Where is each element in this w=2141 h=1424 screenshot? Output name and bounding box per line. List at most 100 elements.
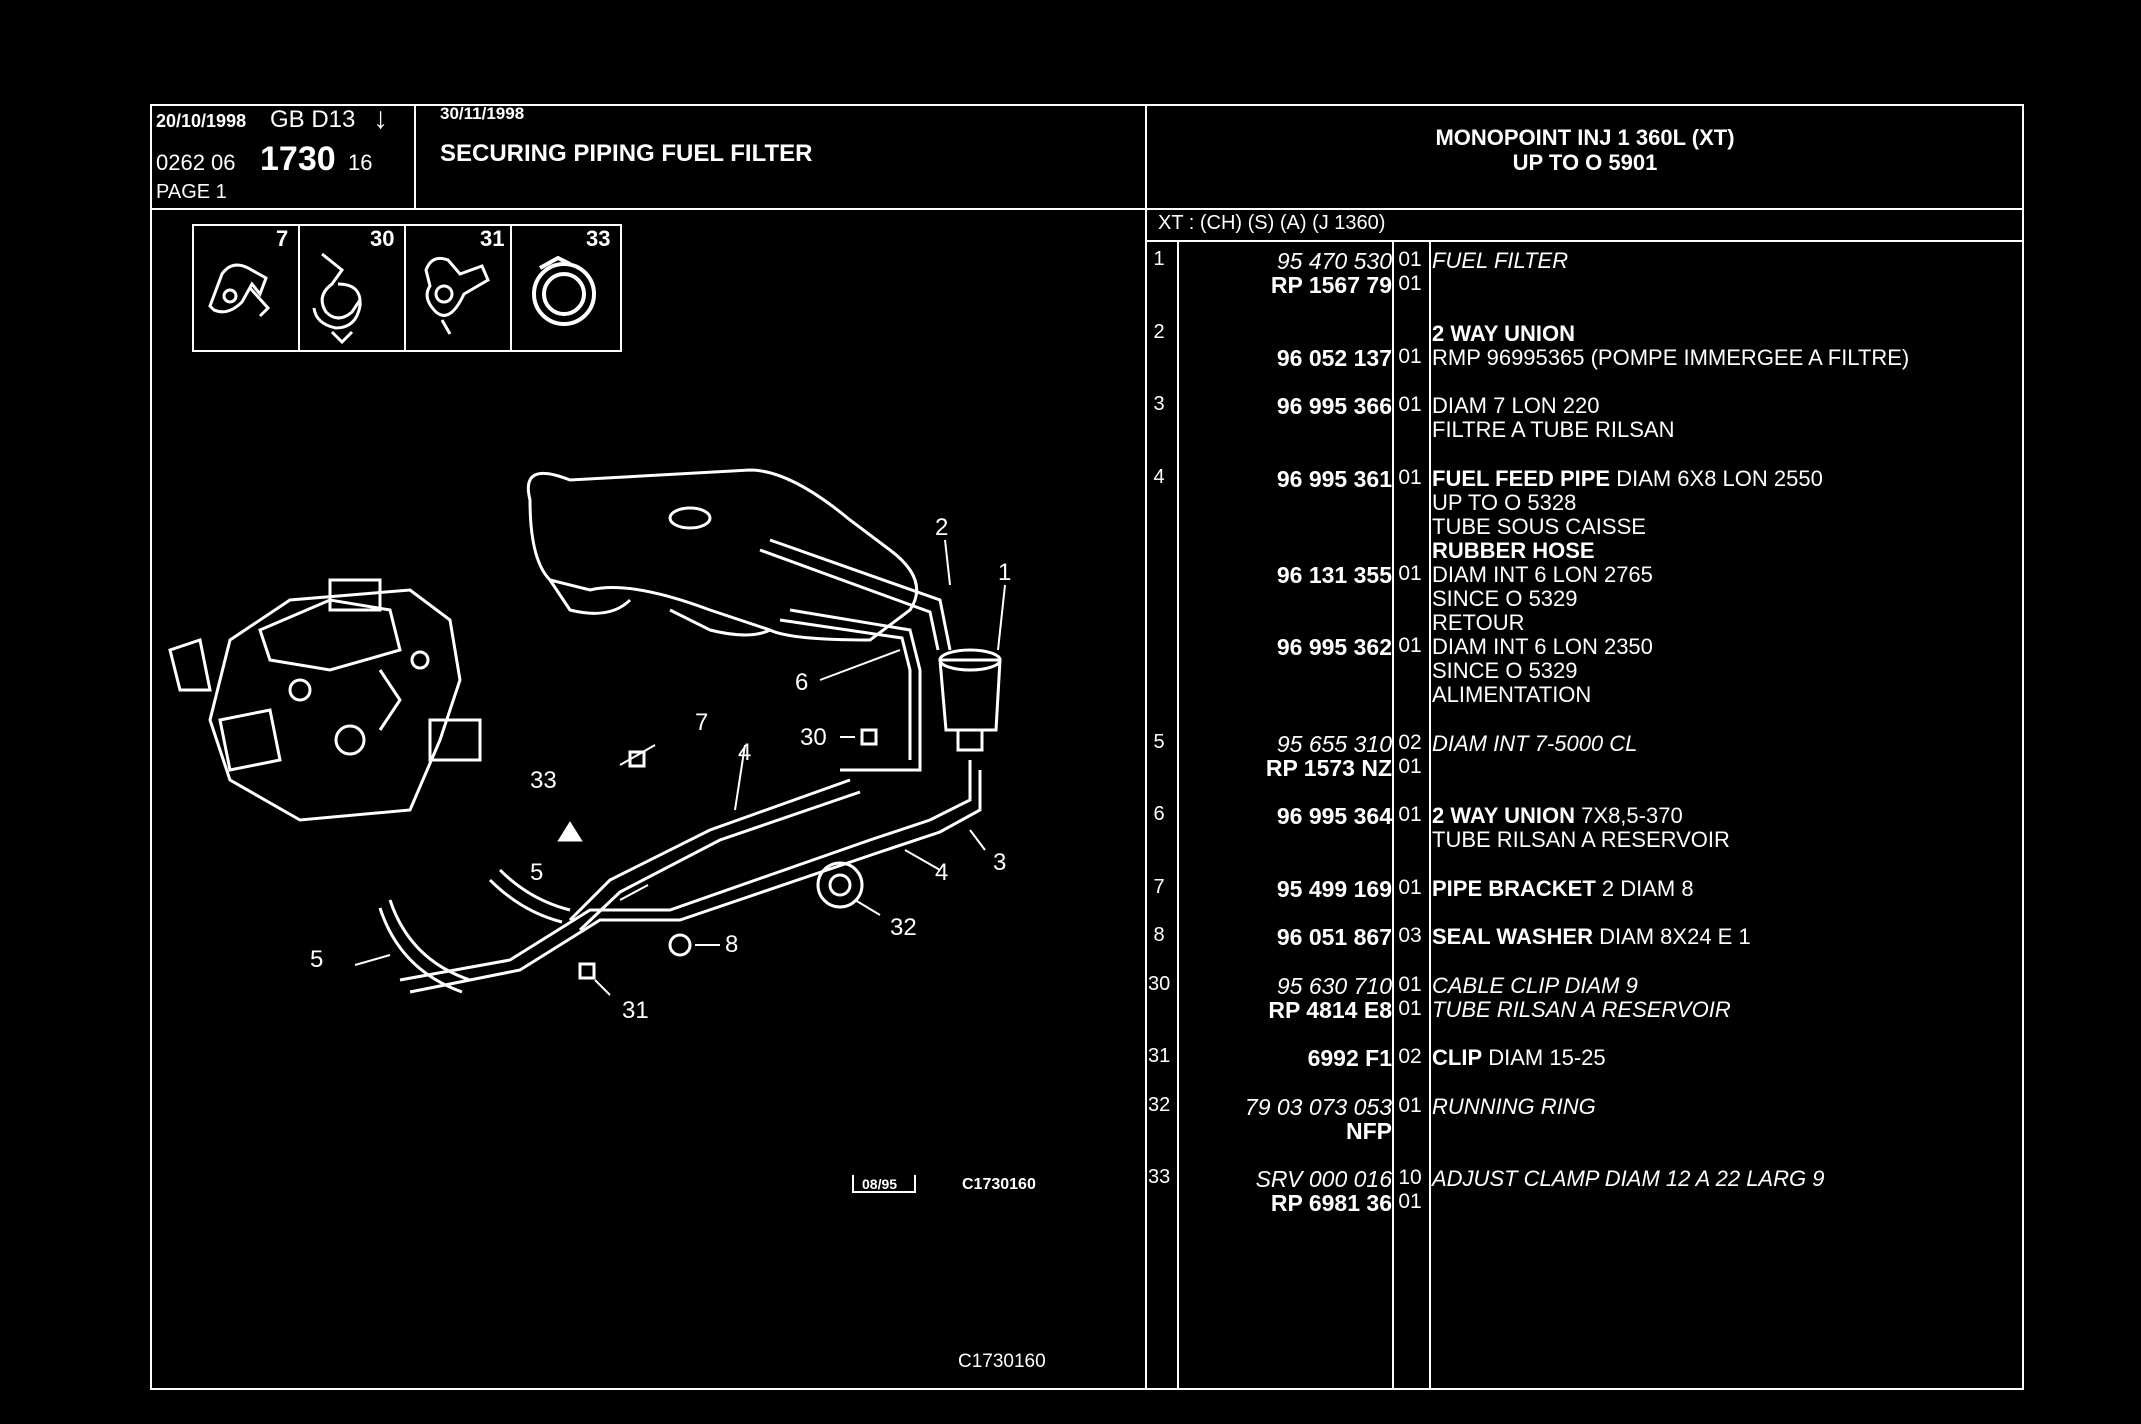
description-segment: 2 DIAM 8 [1595, 875, 1694, 901]
description-segment: DIAM 15-25 [1482, 1045, 1606, 1071]
part-description: SINCE O 5329 [1432, 586, 1578, 612]
description-segment: DIAM INT 6 LON 2350 [1432, 634, 1653, 660]
part-description: 2 WAY UNION 7X8,5-370 [1432, 803, 1683, 829]
description-segment: TUBE RILSAN A RESERVOIR [1432, 996, 1731, 1022]
part-reference: 6992 F1 [1307, 1045, 1392, 1072]
header-ref-main: 1730 [260, 140, 336, 178]
header-date2: 30/11/1998 [440, 104, 525, 123]
thumbnail-strip [192, 224, 622, 352]
description-segment: CABLE CLIP DIAM 9 [1432, 972, 1638, 998]
revision-stamp [852, 1175, 916, 1193]
header-bottom-rule [150, 208, 2024, 210]
thumb-divider [510, 224, 512, 352]
callout: 4 [935, 859, 948, 886]
adjust-clamp-icon [532, 255, 596, 326]
callout: 1 [998, 559, 1011, 586]
part-description: CLIP DIAM 15-25 [1432, 1045, 1606, 1071]
clip-part [578, 962, 596, 980]
callout: 2 [935, 514, 948, 541]
description-segment: 7X8,5-370 [1575, 803, 1683, 829]
description-segment: SINCE O 5329 [1432, 586, 1578, 611]
description-segment: RUNNING RING [1432, 1093, 1596, 1119]
header-left-divider [414, 104, 416, 210]
description-segment: RMP 96995365 (POMPE IMMERGEE A FILTRE) [1432, 344, 1910, 370]
fuel-pipes [378, 538, 982, 994]
part-description: ADJUST CLAMP DIAM 12 A 22 LARG 9 [1432, 1166, 1824, 1192]
part-description: RUNNING RING [1432, 1094, 1596, 1120]
running-ring-hole [828, 873, 852, 897]
description-segment: ADJUST CLAMP DIAM 12 A 22 LARG 9 [1432, 1166, 1825, 1191]
col-divider-ref [1392, 240, 1394, 1390]
description-segment: ALIMENTATION [1432, 682, 1592, 708]
part-reference: RP 6981 36 [1270, 1190, 1392, 1217]
part-reference: 96 051 867 [1276, 924, 1392, 951]
description-segment: RETOUR [1432, 610, 1525, 636]
part-description: CABLE CLIP DIAM 9 [1432, 973, 1638, 999]
part-quantity: 01 [1398, 803, 1422, 827]
thumb-label: 7 [276, 226, 289, 251]
part-number: 5 [1153, 730, 1165, 753]
part-description: RETOUR [1432, 610, 1525, 636]
revision-stamp-text: 08/95 [862, 1176, 898, 1192]
part-description: PIPE BRACKET 2 DIAM 8 [1432, 876, 1694, 902]
part-quantity: 01 [1398, 465, 1422, 489]
exploded-diagram: 1 2 3 4 4 5 5 6 7 8 30 31 32 33 [168, 468, 1011, 1024]
header-page: PAGE 1 [156, 181, 227, 203]
part-quantity: 02 [1398, 730, 1422, 754]
part-reference: RP 1573 NZ [1265, 754, 1392, 781]
stamp-code: C1730160 [962, 1176, 1036, 1193]
callout: 33 [530, 767, 557, 794]
part-number: 1 [1153, 248, 1165, 270]
part-reference: 79 03 073 053 [1244, 1093, 1392, 1120]
part-quantity: 01 [1398, 393, 1422, 416]
callout: 31 [622, 997, 649, 1024]
injection-unit [168, 578, 482, 822]
part-description: TUBE RILSAN A RESERVOIR [1432, 997, 1731, 1023]
seal-washer-part [668, 933, 692, 957]
part-reference: RP 4814 E8 [1268, 996, 1392, 1023]
description-segment: 2 WAY UNION [1432, 803, 1576, 829]
fuel-tank [527, 468, 919, 642]
description-segment: SEAL WASHER [1432, 924, 1593, 950]
callout: 7 [695, 709, 708, 736]
part-reference: SRV 000 016 [1255, 1166, 1392, 1192]
part-quantity: 01 [1398, 875, 1422, 899]
footer-code: C1730160 [958, 1351, 1046, 1372]
col-divider-qty [1429, 240, 1431, 1390]
part-reference: 96 995 366 [1276, 393, 1392, 419]
part-description: DIAM INT 6 LON 2350 [1432, 634, 1653, 660]
part-reference: 95 630 710 [1276, 972, 1392, 999]
callout: 30 [800, 724, 827, 751]
part-reference: 95 655 310 [1276, 730, 1392, 757]
part-description: DIAM 7 LON 220 [1432, 393, 1600, 419]
header-ref-suffix: 16 [348, 150, 373, 175]
part-reference: 96 995 361 [1276, 465, 1392, 492]
description-segment: FUEL FEED PIPE [1432, 465, 1611, 491]
callout: 32 [890, 914, 917, 941]
thumbnail-icons [208, 252, 596, 345]
part-number: 31 [1148, 1045, 1171, 1068]
description-segment: SINCE O 5329 [1432, 658, 1578, 684]
header-ref-prefix: 0262 06 [156, 150, 236, 175]
clip-icon [424, 256, 490, 335]
thumb-divider [404, 224, 406, 352]
description-segment: PIPE BRACKET [1432, 875, 1596, 901]
part-number: 33 [1148, 1166, 1171, 1188]
part-number: 30 [1148, 972, 1171, 995]
part-reference: NFP [1346, 1117, 1392, 1144]
part-quantity: 01 [1398, 634, 1422, 658]
part-description: RUBBER HOSE [1432, 538, 1595, 564]
part-description: FILTRE A TUBE RILSAN [1432, 417, 1674, 443]
adjust-clamp-marker [557, 821, 583, 842]
part-quantity: 10 [1398, 1166, 1422, 1189]
description-segment: CLIP [1432, 1045, 1483, 1071]
part-description: ALIMENTATION [1432, 682, 1591, 708]
description-segment: DIAM 6X8 LON 2550 [1610, 465, 1823, 491]
part-reference: 95 499 169 [1276, 875, 1392, 902]
part-quantity: 01 [1398, 754, 1422, 778]
callout: 4 [738, 739, 751, 766]
fuel-filter [938, 648, 1002, 752]
part-reference: 95 470 530 [1276, 248, 1392, 274]
callout: 6 [795, 669, 808, 696]
